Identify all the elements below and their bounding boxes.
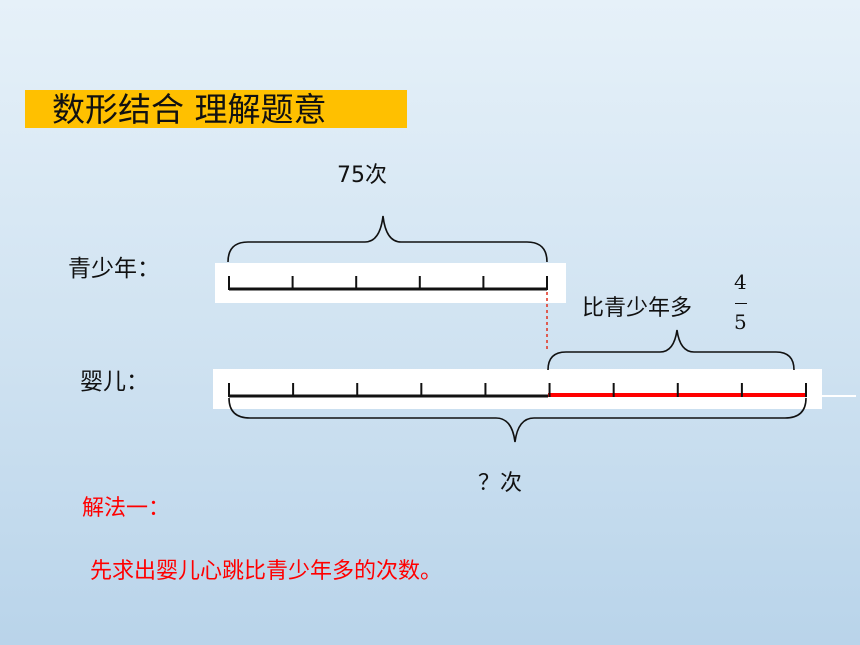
fraction-denominator: 5 [734, 310, 747, 334]
teen-bar-background [215, 263, 566, 303]
baby-bar-background [213, 369, 822, 409]
fraction-numerator: 4 [734, 270, 747, 294]
teen-brace [227, 215, 548, 263]
more-than-label: 比青少年多 [582, 296, 693, 321]
extra-brace [547, 329, 795, 371]
title-banner [25, 90, 407, 128]
baby-count-label: ？次 [478, 471, 523, 496]
fraction-bar [735, 303, 747, 304]
page-title: 数形结合 理解题意 [52, 90, 327, 129]
method-label: 解法一： [82, 496, 171, 521]
baby-label: 婴儿： [80, 369, 149, 395]
teen-count-label: 75次 [337, 163, 387, 188]
teen-label: 青少年： [68, 256, 160, 282]
method-description: 先求出婴儿心跳比青少年多的次数。 [90, 559, 443, 584]
baby-brace [228, 397, 807, 443]
